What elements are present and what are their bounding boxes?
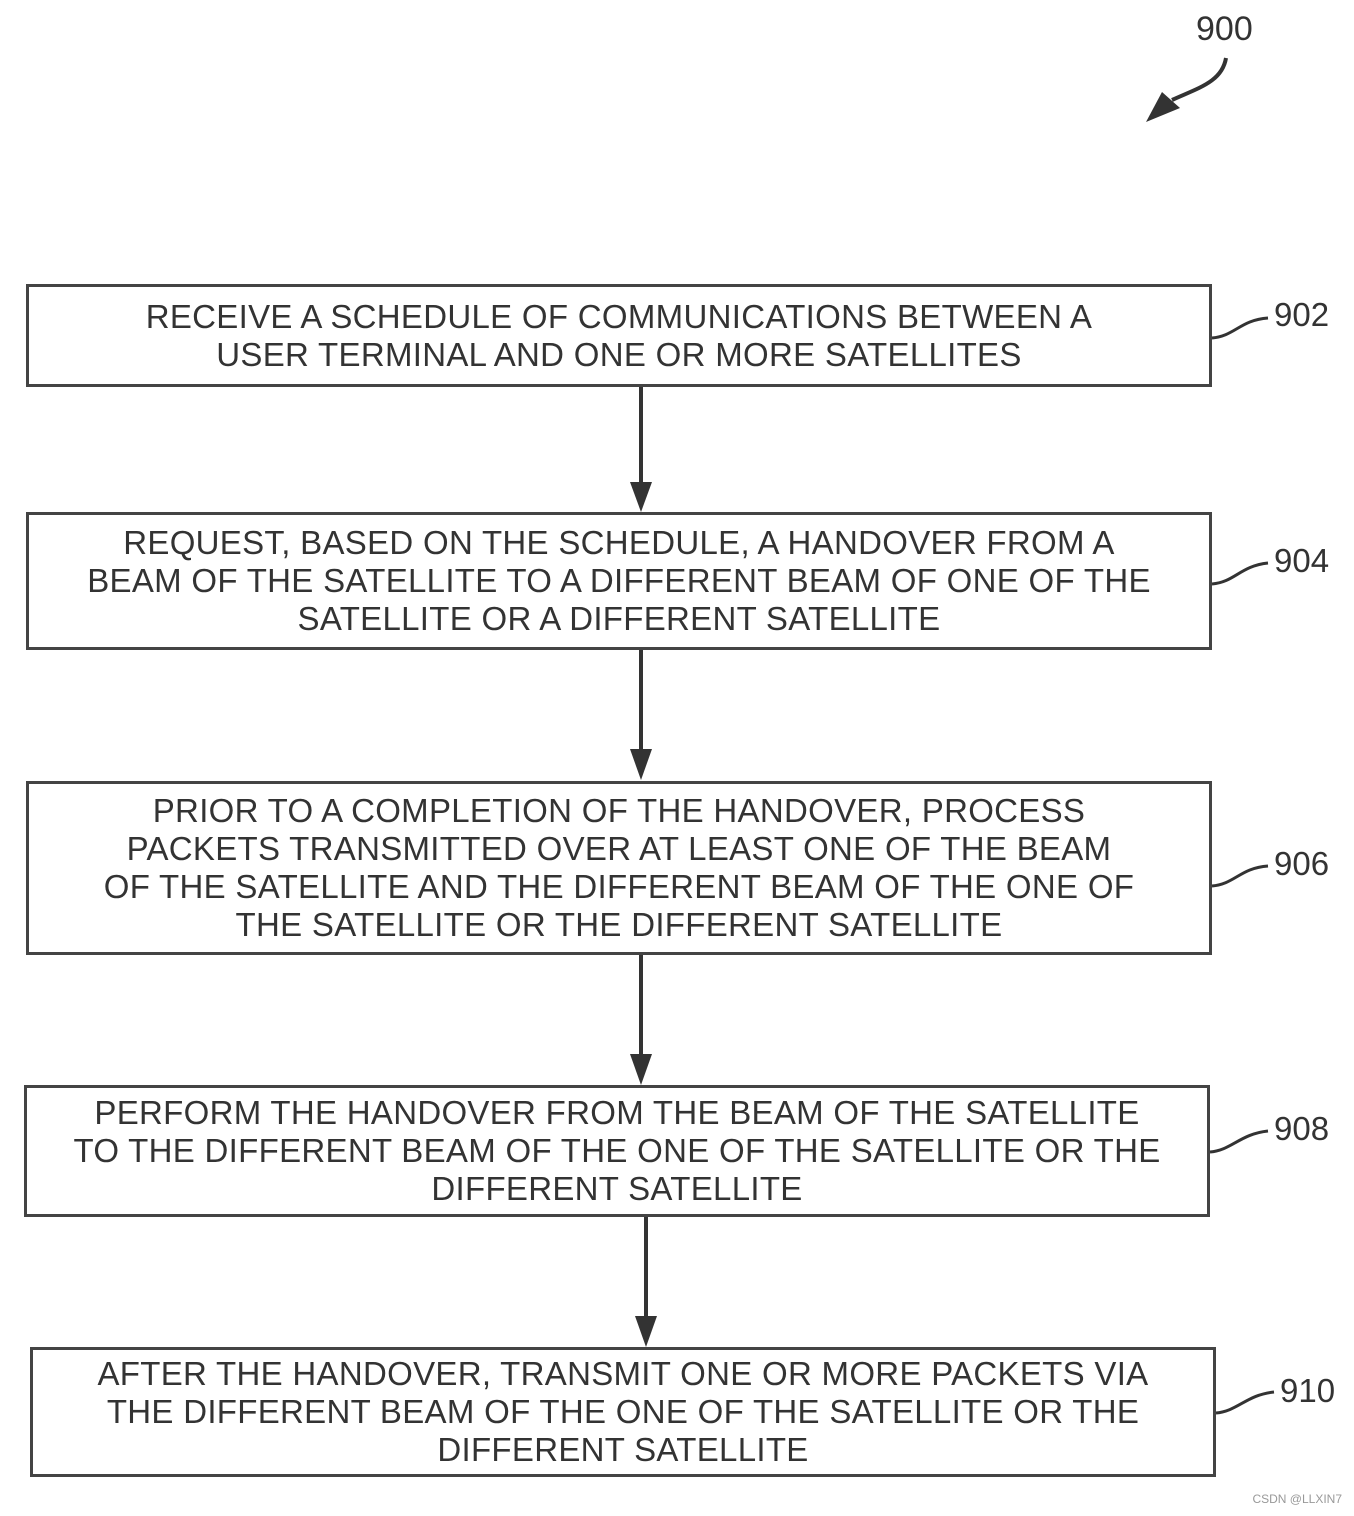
flow-arrow-4-head	[635, 1316, 657, 1347]
figure-pointer-arrow	[1171, 57, 1228, 102]
step-box-904: REQUEST, BASED ON THE SCHEDULE, A HANDOV…	[26, 512, 1212, 650]
step-box-908: PERFORM THE HANDOVER FROM THE BEAM OF TH…	[24, 1085, 1210, 1217]
step-text-908: PERFORM THE HANDOVER FROM THE BEAM OF TH…	[73, 1094, 1161, 1207]
step-box-906: PRIOR TO A COMPLETION OF THE HANDOVER, P…	[26, 781, 1212, 955]
figure-reference-number: 900	[1196, 10, 1253, 48]
step-text-910: AFTER THE HANDOVER, TRANSMIT ONE OR MORE…	[97, 1355, 1149, 1468]
flow-arrow-1-head	[630, 482, 652, 512]
step-text-906: PRIOR TO A COMPLETION OF THE HANDOVER, P…	[103, 792, 1135, 943]
step-ref-904: 904	[1274, 542, 1330, 579]
figure-pointer-arrowhead	[1146, 92, 1180, 122]
leader-line-902	[1211, 316, 1269, 340]
watermark-text: CSDN @LLXIN7	[1252, 1492, 1342, 1506]
leader-line-908	[1209, 1129, 1269, 1154]
step-ref-908: 908	[1274, 1110, 1330, 1147]
leader-line-904	[1211, 561, 1269, 586]
leader-line-906	[1211, 864, 1269, 888]
step-text-902: RECEIVE A SCHEDULE OF COMMUNICATIONS BET…	[145, 297, 1093, 373]
step-ref-906: 906	[1274, 845, 1330, 882]
leader-line-910	[1215, 1390, 1275, 1415]
step-text-904: REQUEST, BASED ON THE SCHEDULE, A HANDOV…	[87, 524, 1151, 637]
step-box-910: AFTER THE HANDOVER, TRANSMIT ONE OR MORE…	[30, 1347, 1216, 1477]
step-ref-902: 902	[1274, 296, 1330, 333]
step-box-902: RECEIVE A SCHEDULE OF COMMUNICATIONS BET…	[26, 284, 1212, 387]
flow-arrow-2-head	[630, 749, 652, 780]
flow-arrow-3-head	[630, 1054, 652, 1085]
step-ref-910: 910	[1280, 1372, 1336, 1409]
